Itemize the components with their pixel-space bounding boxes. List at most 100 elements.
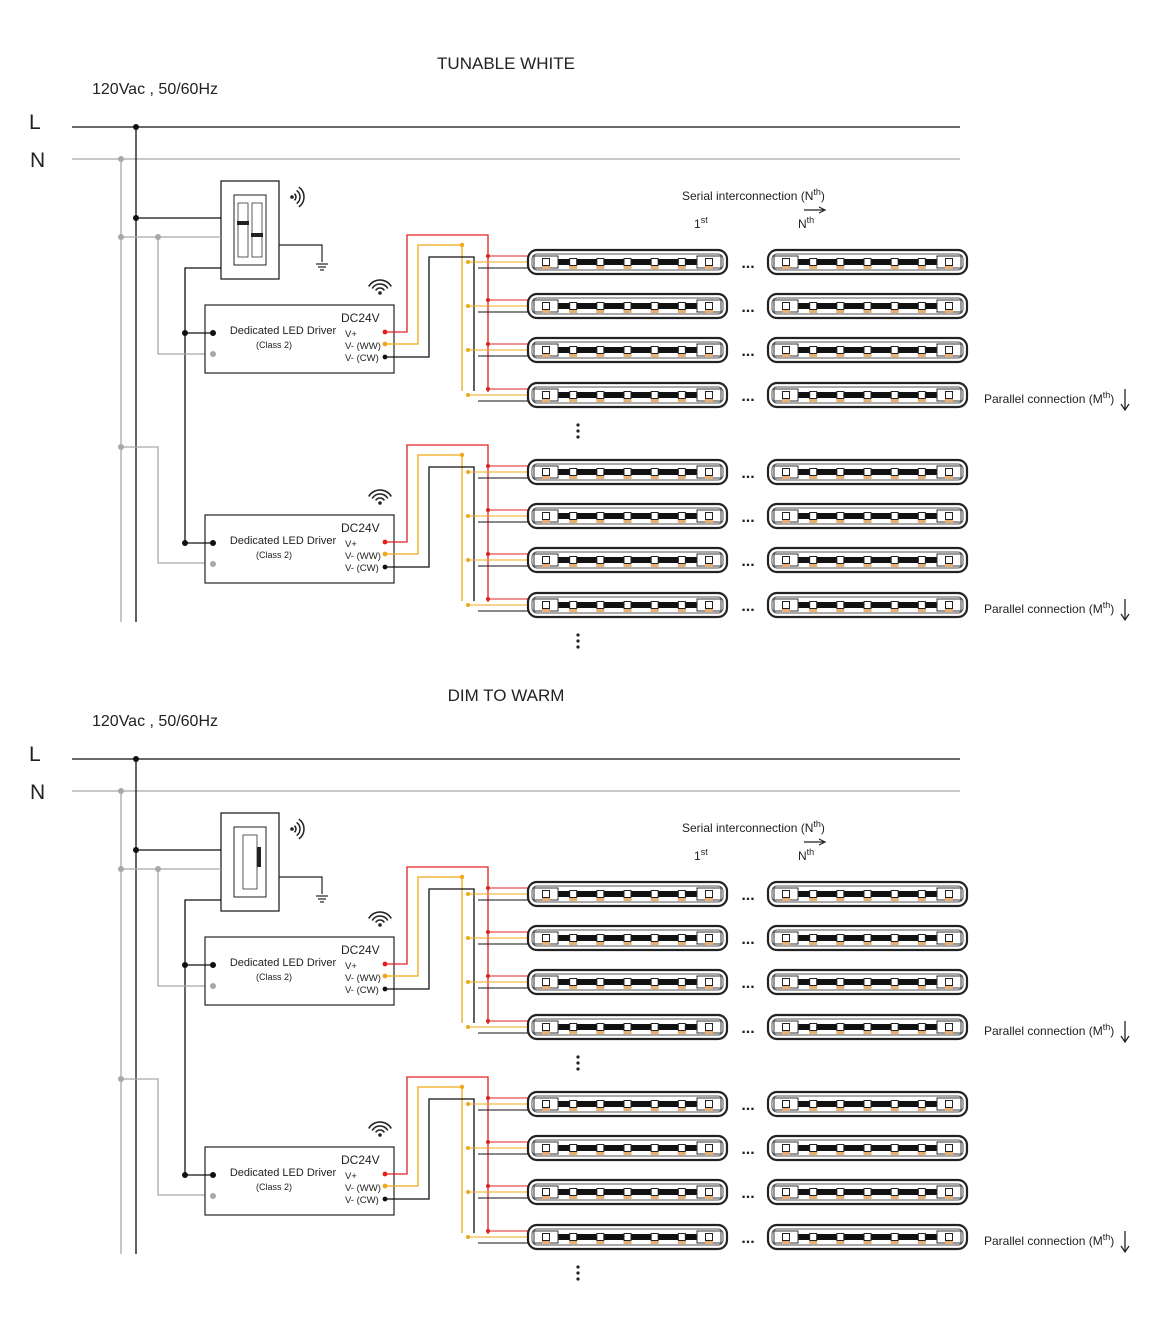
led-chip <box>677 556 686 564</box>
led-chip-warm <box>945 354 953 357</box>
led-chip <box>623 978 632 986</box>
parallel-label-sup: th <box>1103 600 1111 610</box>
led-chip-warm <box>890 1196 899 1199</box>
parallel-ellipsis-dot <box>576 429 580 433</box>
led-chip-warm <box>705 1152 713 1155</box>
led-chip-warm <box>623 1108 632 1111</box>
line-label: L <box>29 111 41 134</box>
led-chip-warm <box>542 399 550 402</box>
wireless-signal-icon-dot <box>290 827 294 831</box>
led-chip-warm <box>890 1241 899 1244</box>
led-chip <box>596 391 605 399</box>
junction-dot <box>466 1025 470 1029</box>
dimmer-slider-track <box>242 834 258 890</box>
led-chip <box>569 978 578 986</box>
led-chip-warm <box>836 942 845 945</box>
driver-name: Dedicated LED Driver <box>230 957 337 969</box>
led-chip <box>650 978 659 986</box>
first-label-text: 1 <box>694 849 701 863</box>
led-chip-warm <box>782 266 790 269</box>
led-chip-warm <box>650 354 659 357</box>
led-chip-warm <box>917 354 926 357</box>
led-chip-warm <box>836 1108 845 1111</box>
led-chip-warm <box>782 520 790 523</box>
wireless-signal-icon <box>368 279 392 295</box>
led-chip <box>809 302 818 310</box>
led-chip <box>650 556 659 564</box>
led-chip-warm <box>569 1152 578 1155</box>
led-chip <box>542 468 550 476</box>
parallel-label-close: ) <box>1110 1234 1114 1248</box>
led-chip-warm <box>623 1031 632 1034</box>
led-chip <box>650 1100 659 1108</box>
led-chip-warm <box>836 520 845 523</box>
led-chip <box>623 346 632 354</box>
driver-class-label: (Class 2) <box>256 550 292 560</box>
wireless-signal-icon-arc <box>371 1125 389 1131</box>
serial-label-sup: th <box>813 819 821 829</box>
led-chip <box>705 346 713 354</box>
led-chip-warm <box>705 942 713 945</box>
led-chip-warm <box>809 399 818 402</box>
junction-dot <box>486 1184 490 1188</box>
junction-dot <box>486 508 490 512</box>
parallel-ellipsis <box>576 1055 580 1071</box>
serial-label-text: Serial interconnection (N <box>682 821 813 835</box>
led-chip <box>705 1188 713 1196</box>
led-chip-warm <box>542 1241 550 1244</box>
strip-row: ... <box>466 1013 969 1041</box>
led-chip <box>945 1100 953 1108</box>
led-strip <box>766 924 969 952</box>
wireless-signal-icon-arc <box>298 818 305 840</box>
led-strip <box>766 591 969 619</box>
led-chip <box>809 1023 818 1031</box>
junction-dot <box>466 304 470 308</box>
led-chip-warm <box>945 1108 953 1111</box>
led-chip <box>677 1144 686 1152</box>
wireless-signal-icon-arc <box>296 189 301 205</box>
neutral-label: N <box>30 781 45 804</box>
led-chip-warm <box>677 1152 686 1155</box>
led-chip-warm <box>705 1031 713 1034</box>
led-chip <box>890 468 899 476</box>
led-chip <box>809 1233 818 1241</box>
wireless-signal-icon-dot <box>378 923 382 927</box>
led-chip-warm <box>917 310 926 313</box>
led-chip <box>917 556 926 564</box>
strip-row: ... <box>466 1178 969 1206</box>
section-title: DIM TO WARM <box>448 686 565 705</box>
led-chip-warm <box>863 1241 872 1244</box>
led-chip-warm <box>945 266 953 269</box>
junction-dot <box>486 886 490 890</box>
first-label-sup: st <box>701 847 709 857</box>
led-chip-warm <box>650 1031 659 1034</box>
led-chip-warm <box>569 399 578 402</box>
led-chip-warm <box>569 310 578 313</box>
strip-row: ... <box>466 458 969 486</box>
led-chip <box>542 1233 550 1241</box>
wireless-signal-icon-arc <box>374 497 386 502</box>
led-chip-warm <box>945 564 953 567</box>
led-chip-warm <box>782 1031 790 1034</box>
led-chip <box>542 978 550 986</box>
serial-ellipsis: ... <box>741 465 754 482</box>
led-chip <box>650 468 659 476</box>
strip-row: ... <box>466 1134 969 1162</box>
led-chip <box>863 556 872 564</box>
led-chip <box>917 1100 926 1108</box>
led-chip <box>809 258 818 266</box>
arrow-right-icon <box>804 206 827 214</box>
led-chip-warm <box>542 266 550 269</box>
led-chip <box>863 1023 872 1031</box>
led-chip <box>863 934 872 942</box>
led-chip <box>945 512 953 520</box>
junction-dot <box>210 330 216 336</box>
led-chip-warm <box>917 609 926 612</box>
wireless-signal-icon-arc <box>374 919 386 924</box>
led-chip-warm <box>705 354 713 357</box>
serial-label-close: ) <box>821 189 825 203</box>
pin-label-vplus: V+ <box>345 539 357 550</box>
led-chip-warm <box>677 476 686 479</box>
led-chip-warm <box>809 354 818 357</box>
